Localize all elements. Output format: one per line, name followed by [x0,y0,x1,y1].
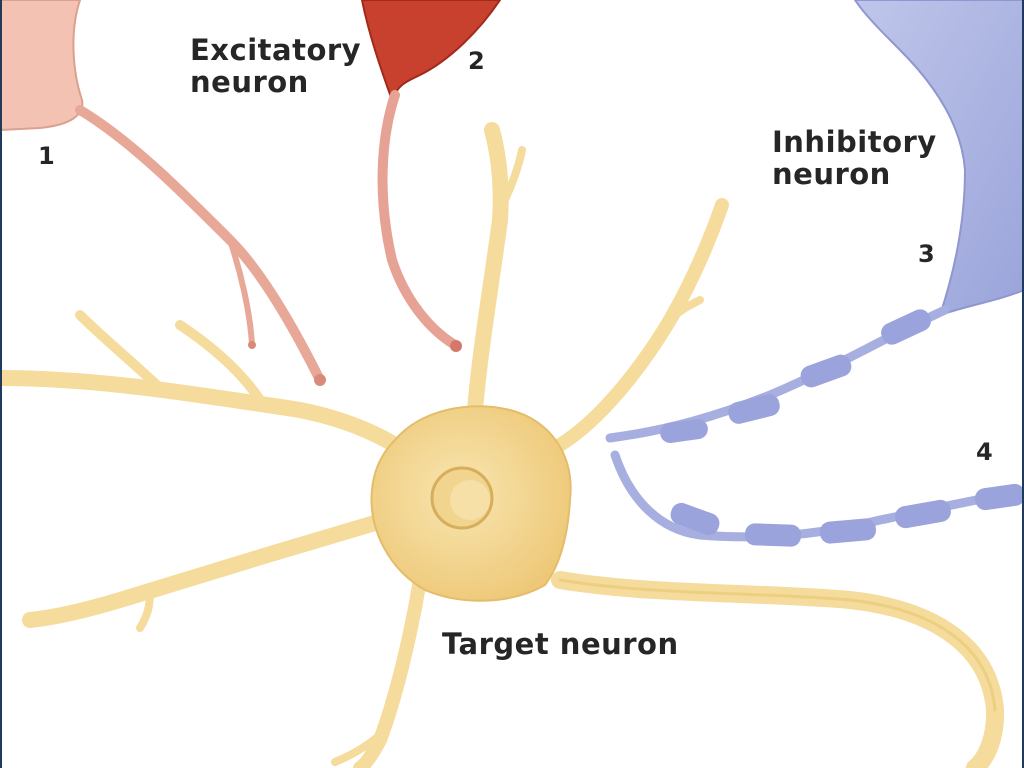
number-2-label: 2 [468,47,486,75]
right-frame-border [1022,0,1024,768]
number-3-label: 3 [918,240,936,268]
left-frame-border [0,0,2,768]
inhibitory-neuron-3 [605,0,1024,443]
excitatory-neuron-2 [360,0,502,352]
excitatory-neuron-label: Excitatory neuron [190,33,362,100]
inhibitory-neuron-label: Inhibitory neuron [772,125,937,192]
number-1-label: 1 [38,142,56,170]
inhibitory-neuron-4 [610,450,1024,547]
number-4-label: 4 [976,438,994,466]
target-neuron [0,122,1005,768]
target-neuron-label: Target neuron [442,627,679,661]
excitatory-neuron-1 [0,0,326,386]
